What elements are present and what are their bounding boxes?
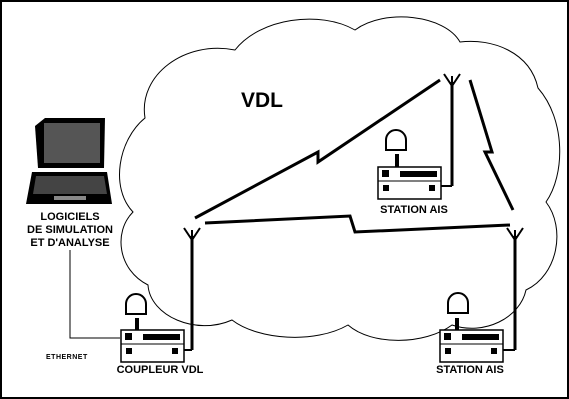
station-ais-top-device <box>377 73 461 200</box>
coupler-label: COUPLEUR VDL <box>116 364 204 376</box>
software-label-line-2: DE SIMULATION <box>27 224 113 236</box>
coupler-vdl-device <box>120 227 201 363</box>
vdl-cloud <box>119 16 561 341</box>
laptop-icon <box>26 118 112 204</box>
ethernet-cable <box>69 250 120 339</box>
software-label: LOGICIELS DE SIMULATION ET D'ANALYSE <box>20 211 120 250</box>
radio-link-stations <box>468 79 515 211</box>
radio-link-coupler-station-bottom <box>204 214 511 234</box>
station-bottom-label: STATION AIS <box>436 364 504 376</box>
software-label-line-1: LOGICIELS <box>40 211 100 223</box>
station-top-label: STATION AIS <box>380 204 448 216</box>
radio-link-coupler-station <box>194 78 441 220</box>
ethernet-label: ETHERNET <box>46 354 88 361</box>
software-label-line-3: ET D'ANALYSE <box>30 237 110 249</box>
cloud-label: VDL <box>241 89 283 112</box>
station-ais-bottom-device <box>439 227 524 363</box>
